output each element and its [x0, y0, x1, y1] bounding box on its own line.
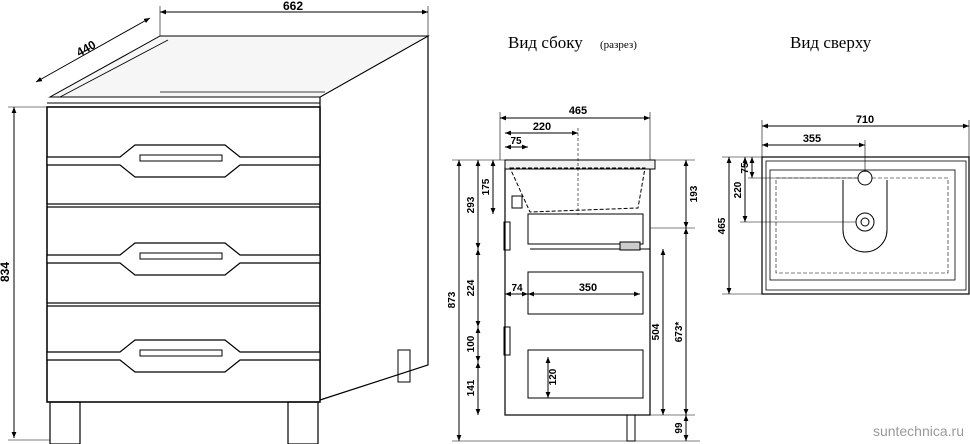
faucet-hole	[857, 170, 873, 186]
dim-side-350: 350	[579, 282, 597, 294]
cabinet-side-face	[319, 34, 429, 401]
side-leg	[626, 414, 636, 442]
drain-hole	[855, 212, 875, 232]
dim-side-175: 175	[481, 178, 492, 195]
dim-top-355: 355	[803, 133, 821, 145]
side-drawer-3	[527, 349, 644, 399]
top-basin-bowl	[842, 180, 888, 253]
dim-top-710: 710	[856, 114, 874, 126]
dim-depth-440: 440	[74, 37, 99, 59]
dim-side-504: 504	[651, 323, 662, 340]
side-view-title-note: (разрез)	[600, 39, 637, 51]
dim-side-220: 220	[533, 121, 551, 133]
dim-top-465: 465	[717, 217, 728, 234]
watermark-text: suntechnica.ru	[873, 423, 964, 439]
dim-side-224: 224	[466, 279, 477, 296]
dim-side-120: 120	[548, 368, 559, 385]
side-countertop	[504, 159, 656, 170]
dim-side-293: 293	[466, 196, 477, 213]
top-countertop-outline	[761, 156, 970, 295]
dim-top-220: 220	[733, 181, 744, 198]
dim-side-673: 673*	[674, 322, 685, 343]
front-cabinet-view	[8, 6, 430, 444]
cabinet-leg-left	[49, 401, 81, 444]
cabinet-leg-back	[397, 349, 411, 383]
dim-side-99: 99	[674, 422, 685, 434]
drawer-front-1	[46, 106, 321, 205]
dim-side-100: 100	[466, 335, 477, 352]
cabinet-leg-right	[287, 401, 319, 444]
dim-height-834: 834	[0, 262, 12, 282]
side-drawer-1	[527, 213, 644, 245]
dim-side-465: 465	[569, 105, 587, 117]
top-view-title: Вид сверху	[790, 33, 872, 52]
dim-side-193: 193	[689, 185, 700, 202]
dim-side-74: 74	[511, 283, 523, 294]
dim-width-662: 662	[283, 0, 303, 13]
side-view-title: Вид сбоку	[508, 33, 583, 52]
dim-top-75: 75	[740, 162, 751, 174]
side-basin	[509, 167, 646, 213]
dim-side-75: 75	[510, 136, 522, 147]
dim-side-141: 141	[466, 379, 477, 396]
top-view	[722, 120, 970, 295]
dim-side-873: 873	[447, 291, 458, 308]
side-section-view	[452, 112, 700, 442]
